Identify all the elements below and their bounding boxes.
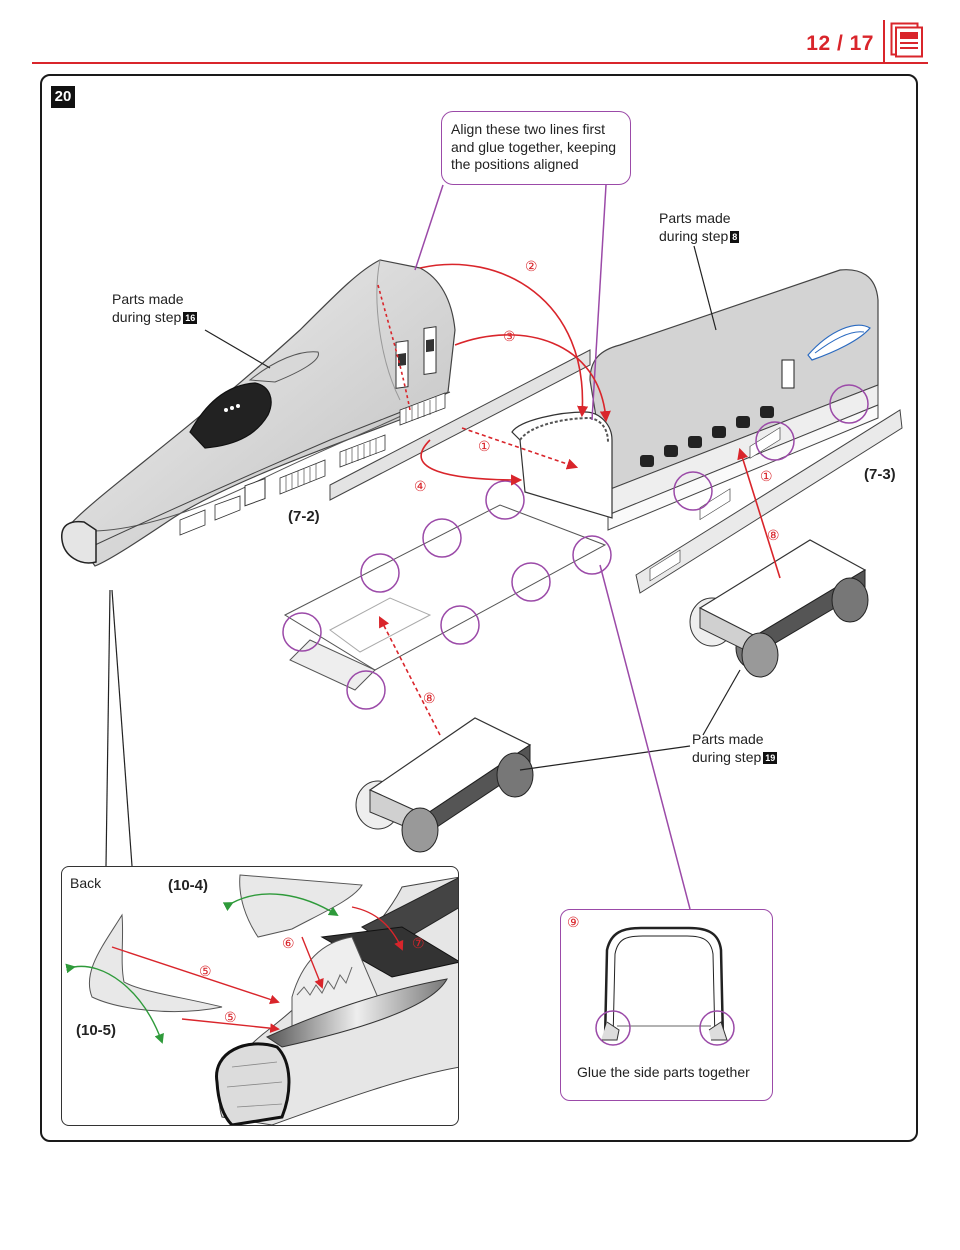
nose-detail-inset: Back (10-4) (10-5) ⑤ ⑤ ⑥ ⑦ xyxy=(61,866,459,1126)
note-during-step: during step xyxy=(692,749,762,765)
nose-detail-illustration xyxy=(65,874,458,1125)
marker-1b: ① xyxy=(760,468,773,484)
note-parts-made: Parts made xyxy=(659,210,731,226)
bogie-left xyxy=(355,717,534,853)
marker-1a: ① xyxy=(478,438,491,454)
align-lines-callout: Align these two lines first and glue tog… xyxy=(441,111,631,185)
bogie-right xyxy=(689,539,869,678)
side-frame-illustration xyxy=(595,926,735,1046)
floor-base-plate xyxy=(283,504,607,671)
marker-6: ⑥ xyxy=(282,935,295,951)
label-7-2: (7-2) xyxy=(288,508,320,525)
marker-5b: ⑤ xyxy=(224,1009,237,1025)
header-separator xyxy=(883,20,885,64)
step-number-badge: 20 xyxy=(51,86,75,108)
note-parts-made: Parts made xyxy=(112,291,184,307)
page-indicator: 12 / 17 xyxy=(806,32,874,55)
leader-line-step19a xyxy=(519,745,691,771)
side-strip-right xyxy=(635,409,903,594)
label-back: Back xyxy=(70,875,102,891)
marker-4: ④ xyxy=(414,478,427,494)
note-during-step: during step xyxy=(112,309,182,325)
glue-side-caption: Glue the side parts together xyxy=(577,1064,750,1080)
marker-3: ③ xyxy=(503,328,516,344)
side-strip-left xyxy=(329,349,591,501)
step19-badge: 19 xyxy=(763,752,778,764)
nose-car-7-2 xyxy=(61,259,456,567)
label-10-5: (10-5) xyxy=(76,1022,117,1039)
marker-7: ⑦ xyxy=(412,935,425,951)
leader-line-step19b xyxy=(702,669,741,736)
marker-9: ⑨ xyxy=(567,914,580,930)
document-icon[interactable] xyxy=(890,22,924,58)
marker-5a: ⑤ xyxy=(199,963,212,979)
note-parts-made: Parts made xyxy=(692,731,764,747)
middle-car-7-3 xyxy=(511,269,879,531)
side-parts-detail: ⑨ Glue the side parts together xyxy=(560,909,773,1101)
marker-8b: ⑧ xyxy=(423,690,436,706)
leader-line-step8 xyxy=(693,245,717,331)
marker-2: ② xyxy=(525,258,538,274)
header-rule xyxy=(32,62,928,64)
step16-badge: 16 xyxy=(183,312,198,324)
step-frame xyxy=(40,74,918,1142)
label-7-3: (7-3) xyxy=(864,466,896,483)
leader-line-step16 xyxy=(204,329,271,369)
step8-badge: 8 xyxy=(730,231,740,243)
marker-8a: ⑧ xyxy=(767,527,780,543)
detail-circles xyxy=(282,384,869,710)
label-10-4: (10-4) xyxy=(168,877,209,894)
note-during-step: during step xyxy=(659,228,729,244)
